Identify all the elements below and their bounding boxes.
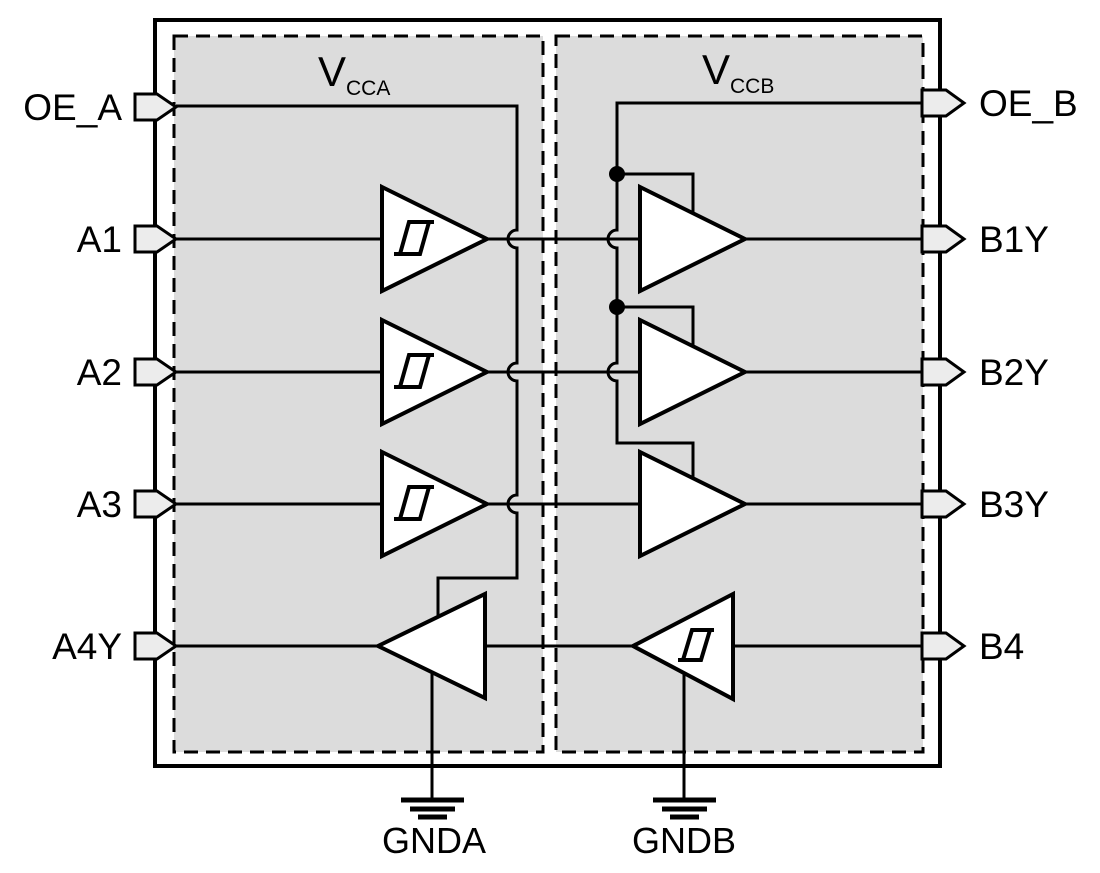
label-a1: A1: [77, 219, 122, 260]
wire-b2-enable-branch: [617, 305, 695, 347]
pin-a2: [133, 357, 179, 387]
pin-b4: [920, 631, 967, 661]
a3-schmitt-buffer-icon: [380, 448, 492, 560]
right-pins: [920, 88, 967, 661]
wire-oe-b-enable: [606, 101, 923, 478]
device-outline: [153, 18, 942, 768]
wires: [176, 101, 923, 800]
pin-b1y: [920, 224, 967, 254]
pin-oe-a: [133, 92, 179, 122]
pin-a3: [133, 489, 179, 519]
label-gndb: GNDB: [632, 820, 736, 861]
label-b3y: B3Y: [979, 484, 1049, 525]
buffers: [373, 183, 750, 703]
left-pins: [133, 92, 179, 661]
label-gnda: GNDA: [382, 820, 486, 861]
hysteresis-icon: [394, 353, 434, 389]
label-a4y: A4Y: [52, 626, 122, 667]
b2y-output-buffer-icon: [638, 316, 750, 428]
label-oe-b: OE_B: [979, 83, 1078, 124]
vcca-label: V: [318, 48, 346, 95]
pin-oe-b: [920, 88, 967, 118]
label-a3: A3: [77, 484, 122, 525]
left-pin-labels: OE_A A1 A2 A3 A4Y: [23, 87, 122, 667]
vccb-label-subscript: CCB: [730, 75, 774, 98]
a1-schmitt-buffer-icon: [380, 183, 492, 295]
label-b4: B4: [979, 626, 1024, 667]
vccb-label: V: [702, 46, 730, 93]
wire-b1-enable-branch: [617, 172, 695, 213]
hysteresis-icon: [678, 628, 714, 662]
label-oe-a: OE_A: [23, 87, 122, 128]
junction-dot-b1: [609, 166, 625, 182]
gnda-ground-bars: [401, 797, 464, 820]
hysteresis-icon: [394, 485, 434, 521]
vcca-label-subscript: CCA: [346, 77, 390, 100]
pin-b3y: [920, 489, 967, 519]
b1y-output-buffer-icon: [638, 183, 750, 295]
junction-dot-b2: [609, 299, 625, 315]
pin-a1: [133, 224, 179, 254]
pin-b2y: [920, 357, 967, 387]
gndb-ground-bars: [653, 797, 716, 820]
a4y-output-buffer-icon: [373, 590, 487, 702]
gnda-ground-icon: [401, 797, 464, 820]
gndb-ground-icon: [653, 797, 716, 820]
a2-schmitt-buffer-icon: [380, 316, 492, 428]
label-a2: A2: [77, 352, 122, 393]
b4-schmitt-buffer-icon: [628, 590, 735, 703]
hysteresis-icon: [394, 220, 434, 256]
right-pin-labels: OE_B B1Y B2Y B3Y B4: [979, 83, 1078, 667]
pin-a4y: [133, 631, 179, 661]
label-b1y: B1Y: [979, 219, 1049, 260]
b3y-output-buffer-icon: [638, 448, 750, 560]
label-b2y: B2Y: [979, 352, 1049, 393]
